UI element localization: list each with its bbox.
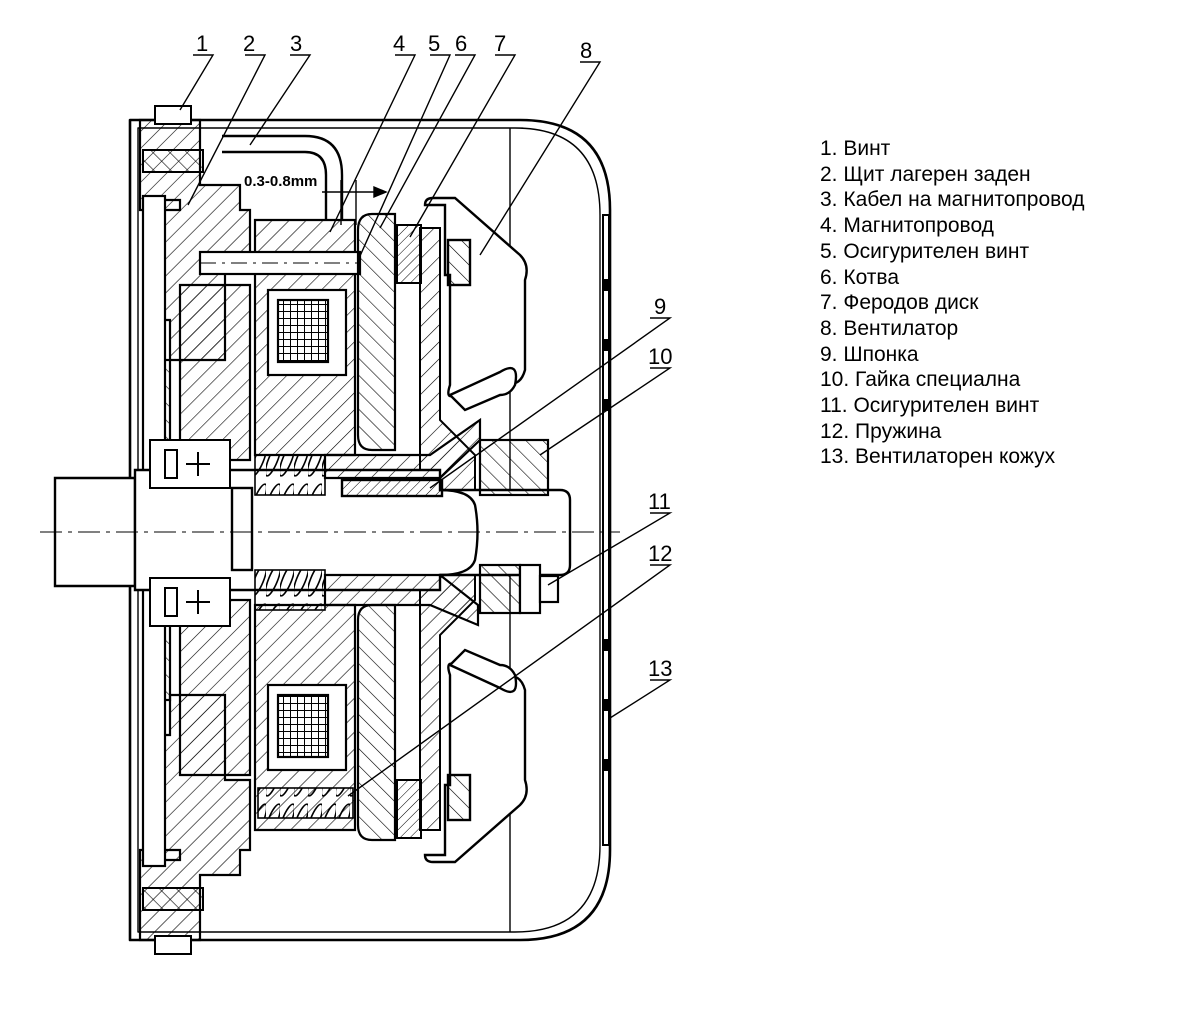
shaft xyxy=(40,468,620,592)
callout-2: 2 xyxy=(243,31,255,56)
callout-3: 3 xyxy=(290,31,302,56)
gap-dimension-mark xyxy=(322,180,388,225)
legend-item: 4. Магнитопровод xyxy=(820,214,994,238)
fan xyxy=(423,196,528,864)
springs xyxy=(254,454,354,819)
legend-item: 3. Кабел на магнитопровод xyxy=(820,188,1085,212)
callout-6: 6 xyxy=(455,31,467,56)
legend-item: 11. Осигурителен винт xyxy=(820,394,1040,418)
armature xyxy=(356,212,397,842)
parts-legend: 1. Винт 2. Щит лагерен заден 3. Кабел на… xyxy=(820,136,1085,470)
callout-11: 11 xyxy=(648,489,671,514)
screw-1 xyxy=(142,105,204,955)
legend-item: 2. Щит лагерен заден xyxy=(820,162,1031,186)
callout-8: 8 xyxy=(580,38,592,63)
callout-4: 4 xyxy=(393,31,405,56)
legend-item: 12. Пружина xyxy=(820,419,942,443)
callout-10: 10 xyxy=(648,344,672,369)
cable xyxy=(222,134,344,220)
legend-item: 1. Винт xyxy=(820,137,891,160)
legend-item: 9. Шпонка xyxy=(820,342,919,366)
callout-5: 5 xyxy=(428,31,440,56)
fan-cover xyxy=(602,214,610,846)
leader-lines xyxy=(179,54,673,797)
bearings xyxy=(149,439,231,627)
callout-1: 1 xyxy=(196,31,208,56)
magnet-core xyxy=(198,218,362,832)
callout-12: 12 xyxy=(648,541,672,566)
legend-item: 8. Вентилатор xyxy=(820,316,959,340)
callout-numbers: 1 2 3 4 5 6 7 8 9 10 11 12 13 xyxy=(196,31,672,681)
rear-bearing-shield xyxy=(138,118,252,942)
legend-item: 10. Гайка специална xyxy=(820,368,1021,392)
callout-9: 9 xyxy=(654,294,666,319)
legend-item: 7. Феродов диск xyxy=(820,291,979,315)
gap-dimension-label: 0.3-0.8mm xyxy=(244,173,317,190)
hub-special-nut xyxy=(323,417,560,627)
legend-item: 13. Вентилаторен кожух xyxy=(820,445,1056,469)
legend-item: 6. Котва xyxy=(820,265,900,289)
callout-13: 13 xyxy=(648,656,672,681)
legend-item: 5. Осигурителен винт xyxy=(820,239,1030,263)
callout-7: 7 xyxy=(494,31,506,56)
